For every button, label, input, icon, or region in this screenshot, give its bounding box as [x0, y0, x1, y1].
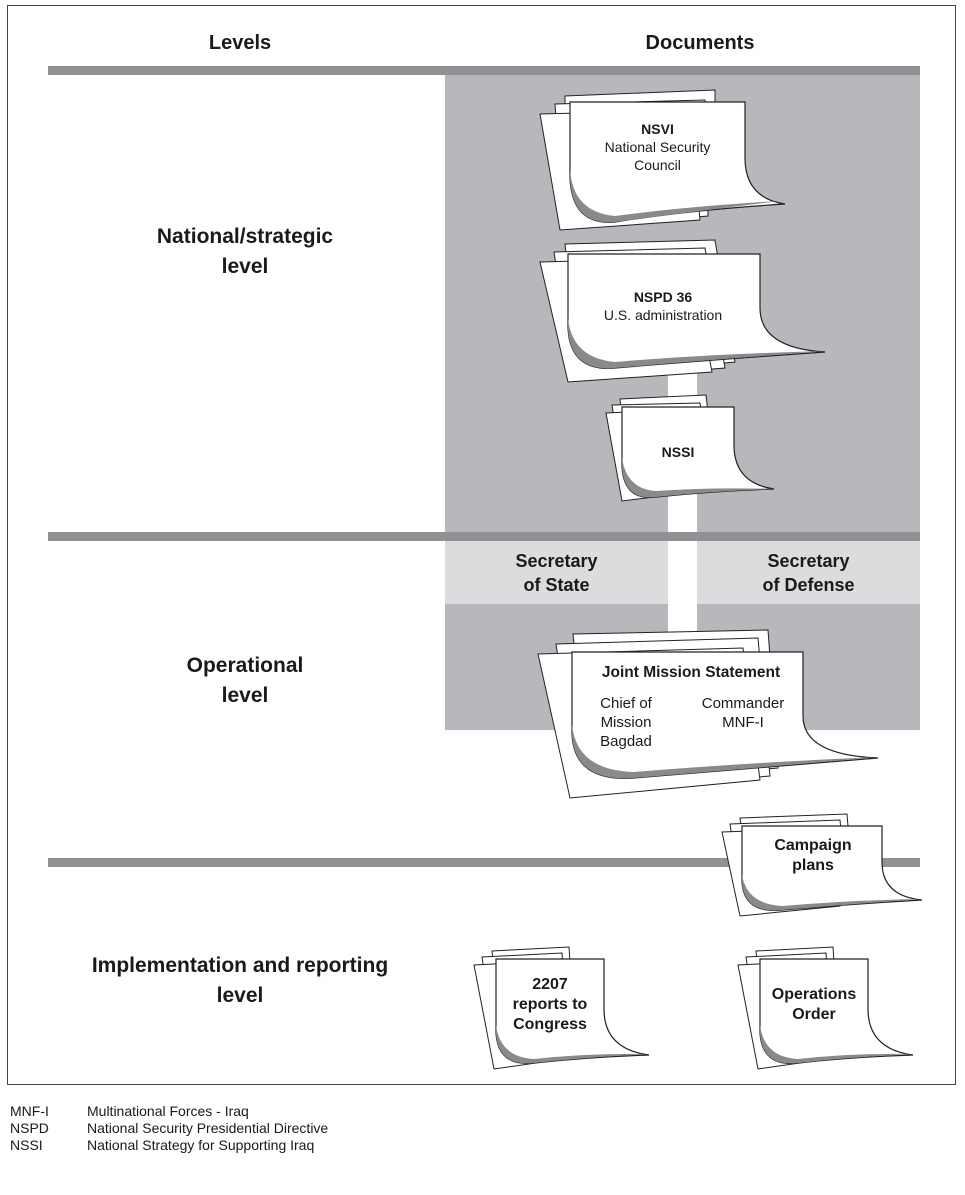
nsvi-text: NSVI National Security Council [570, 120, 745, 174]
column-state-line2: of State [523, 575, 590, 595]
jms-title-box: Joint Mission Statement [572, 664, 810, 682]
nssi-title: NSSI [661, 444, 695, 460]
jms-left-text: Chief of Mission Bagdad [576, 694, 676, 751]
column-defense-line1: Secretary [767, 551, 850, 571]
level-national: National/strategic level [60, 222, 430, 282]
column-secretary-state: Secretary of State [445, 549, 668, 597]
legend-row: NSPD National Security Presidential Dire… [10, 1120, 328, 1137]
level-operational-line1: Operational [186, 654, 304, 677]
nsvi-line1: National Security [604, 139, 711, 155]
nspd-line1: U.S. administration [603, 307, 723, 323]
document-stack-icon [537, 629, 879, 799]
level-implementation-line2: level [216, 984, 264, 1007]
level-national-line2: level [221, 255, 269, 278]
document-stack-icon [721, 813, 923, 917]
reports-line3: Congress [513, 1016, 587, 1033]
level-implementation-line1: Implementation and reporting [91, 954, 389, 977]
diagram-frame [7, 5, 956, 1085]
column-defense-line2: of Defense [762, 575, 855, 595]
document-stack-icon [737, 946, 914, 1070]
reports-line2: reports to [512, 996, 588, 1013]
legend-abbr: MNF-I [10, 1103, 49, 1119]
nsvi-line2: Council [634, 157, 681, 173]
column-state-line1: Secretary [515, 551, 598, 571]
legend-row: NSSI National Strategy for Supporting Ir… [10, 1137, 328, 1154]
jms-right-line2: MNF-I [722, 714, 764, 731]
legend-text: National Security Presidential Directive [87, 1120, 329, 1136]
level-implementation: Implementation and reporting level [40, 951, 440, 1011]
jms-right-line1: Commander [701, 695, 785, 712]
opsorder-line2: Order [792, 1006, 836, 1023]
level-operational-line2: level [221, 684, 269, 707]
defense-header-band [697, 541, 920, 604]
jms-right-text: Commander MNF-I [688, 694, 798, 732]
level-national-line1: National/strategic [156, 225, 334, 248]
document-stack-icon [605, 394, 775, 502]
reports-text: 2207 reports to Congress [496, 975, 604, 1035]
campaign-line2: plans [792, 857, 834, 874]
separator-national-operational [48, 532, 920, 541]
header-levels: Levels [208, 32, 272, 54]
legend-text: Multinational Forces - Iraq [87, 1103, 249, 1119]
nssi-text: NSSI [622, 443, 734, 461]
column-secretary-defense: Secretary of Defense [697, 549, 920, 597]
opsorder-text: Operations Order [760, 985, 868, 1025]
abbreviation-legend: MNF-I Multinational Forces - Iraq NSPD N… [10, 1103, 328, 1154]
document-stack-icon [539, 89, 786, 231]
nsvi-title: NSVI [641, 121, 674, 137]
jms-left-line3: Bagdad [600, 733, 652, 750]
legend-abbr: NSSI [10, 1137, 43, 1153]
legend-abbr: NSPD [10, 1120, 49, 1136]
reports-line1: 2207 [532, 976, 568, 993]
separator-operational-implementation [48, 858, 920, 867]
opsorder-line1: Operations [771, 986, 857, 1003]
document-stack-icon [473, 946, 650, 1070]
jms-left-line1: Chief of [600, 695, 652, 712]
jms-left-line2: Mission [600, 714, 652, 731]
state-header-band [445, 541, 668, 604]
jms-title: Joint Mission Statement [601, 664, 781, 681]
level-operational: Operational level [60, 651, 430, 711]
campaign-text: Campaign plans [744, 836, 882, 876]
separator-top [48, 66, 920, 75]
campaign-line1: Campaign [774, 837, 852, 854]
header-documents: Documents [645, 32, 755, 54]
legend-text: National Strategy for Supporting Iraq [87, 1137, 315, 1153]
legend-row: MNF-I Multinational Forces - Iraq [10, 1103, 328, 1120]
nspd-text: NSPD 36 U.S. administration [568, 288, 758, 324]
document-stack-icon [539, 239, 826, 383]
nspd-title: NSPD 36 [633, 289, 693, 305]
